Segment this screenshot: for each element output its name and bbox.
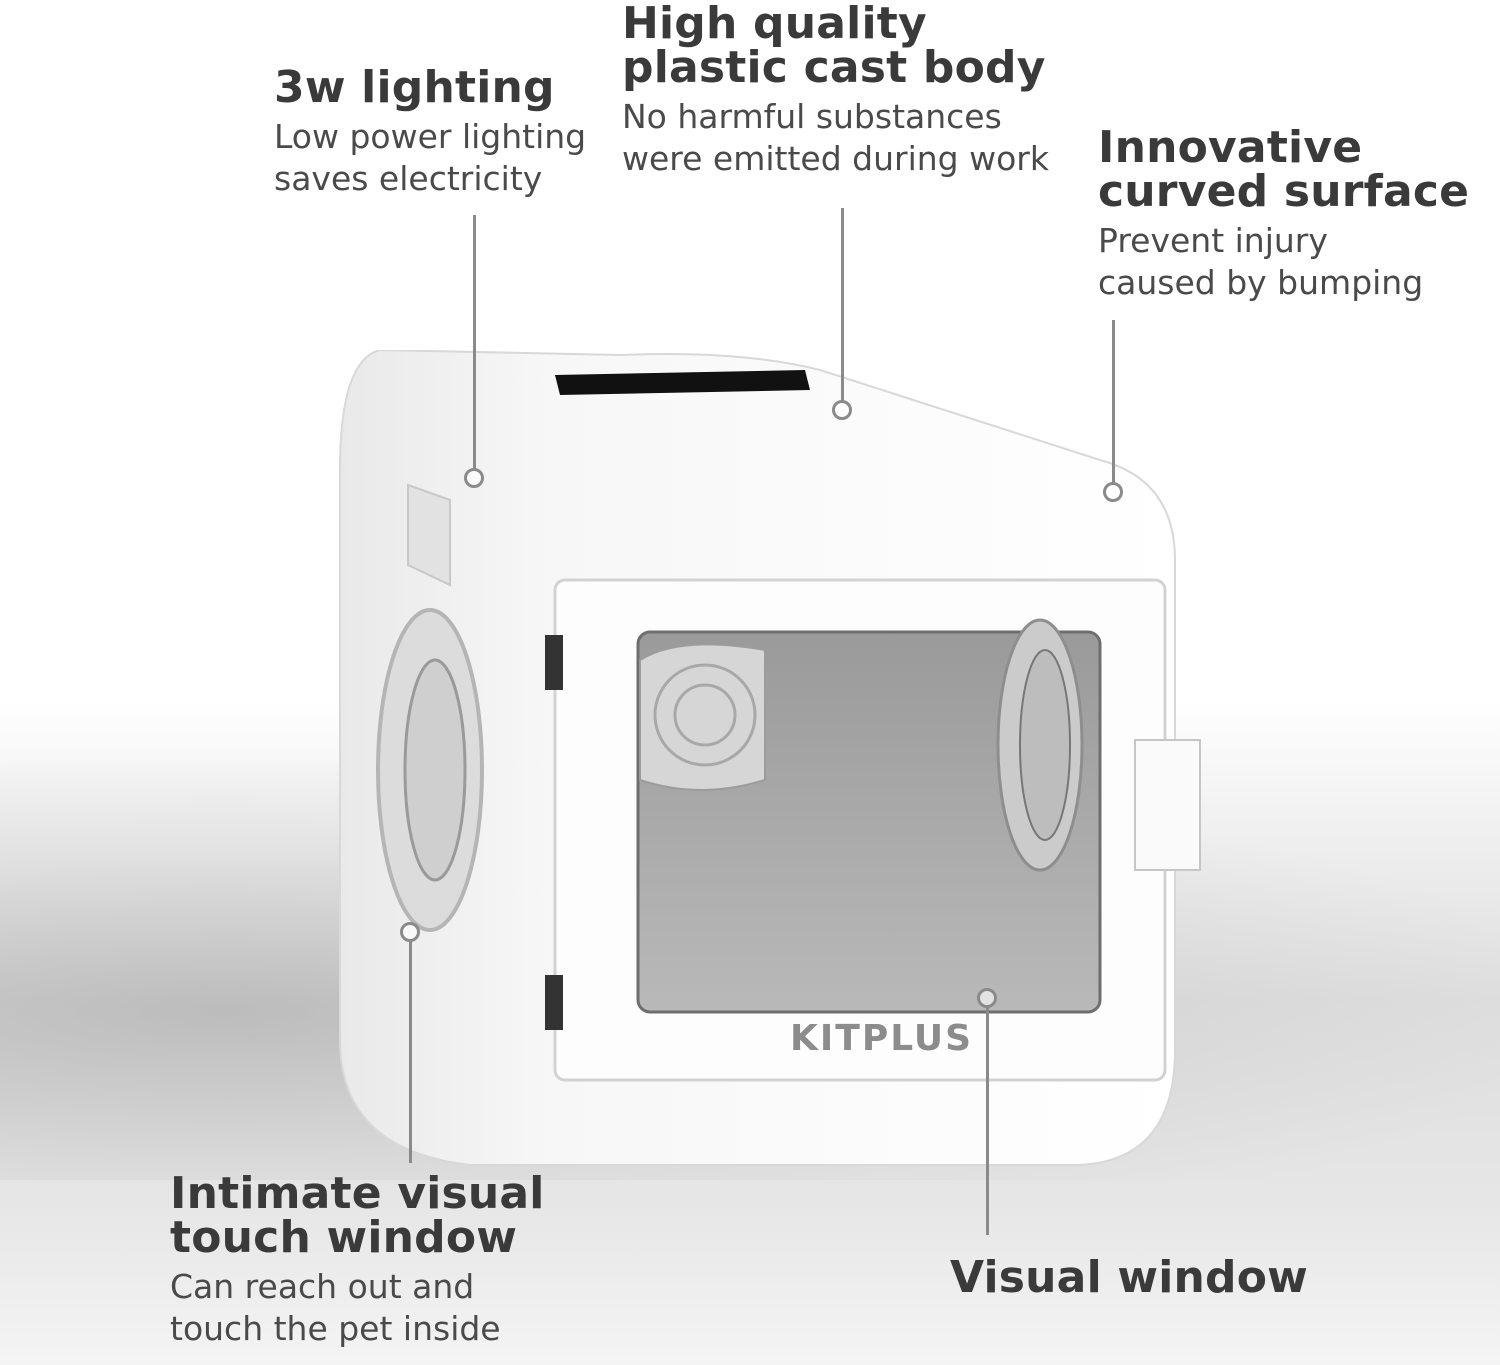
callout-lighting-line bbox=[473, 215, 476, 470]
side-vent bbox=[407, 483, 451, 587]
callout-lighting-title: 3w lighting bbox=[274, 62, 555, 113]
door-handle bbox=[1134, 739, 1201, 871]
callout-visual: Visual window bbox=[950, 1256, 1308, 1300]
callout-visual-line bbox=[986, 1007, 989, 1235]
callout-visual-dot bbox=[977, 988, 997, 1008]
callout-body-dot bbox=[832, 400, 852, 420]
callout-visual-title: Visual window bbox=[950, 1252, 1308, 1303]
callout-curved-line bbox=[1112, 320, 1115, 483]
pet-dryer-box-image: KITPLUS bbox=[339, 350, 1201, 1166]
callout-lighting-dot bbox=[464, 468, 484, 488]
callout-body-line bbox=[841, 208, 844, 401]
callout-curved-dot bbox=[1103, 482, 1123, 502]
top-display-slot bbox=[555, 370, 810, 395]
callout-touch-dot bbox=[400, 922, 420, 942]
brand-logo: KITPLUS bbox=[790, 1018, 973, 1059]
callout-touch-line bbox=[409, 941, 412, 1163]
